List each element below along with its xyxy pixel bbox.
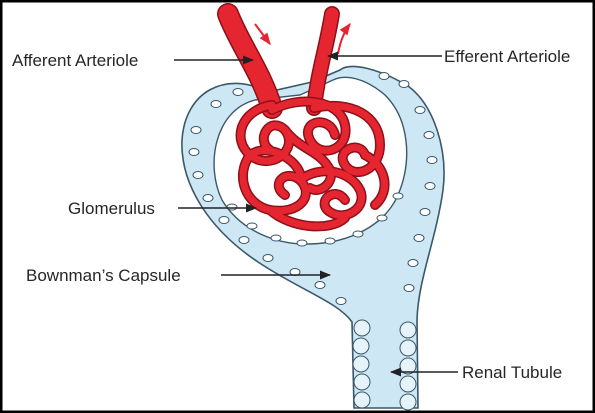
label-bowmans-capsule: Bownman’s Capsule (26, 266, 181, 285)
label-glomerulus: Glomerulus (68, 199, 155, 218)
label-efferent-arteriole: Efferent Arteriole (444, 47, 570, 66)
outflow-arrow (338, 24, 350, 54)
inflow-arrow (255, 24, 270, 44)
label-afferent-arteriole: Afferent Arteriole (12, 51, 138, 70)
label-renal-tubule: Renal Tubule (462, 363, 562, 382)
